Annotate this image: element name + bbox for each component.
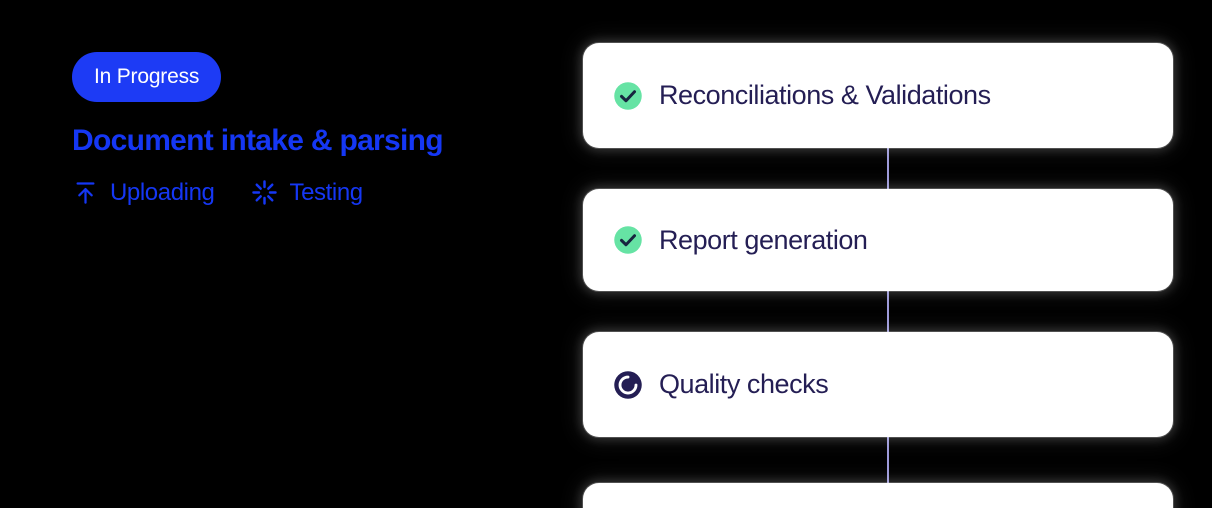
workflow-step-card[interactable] bbox=[583, 483, 1173, 508]
spinner-circle-icon bbox=[613, 370, 643, 400]
status-panel: In Progress Document intake & parsing Up… bbox=[72, 52, 542, 206]
workflow-step-label: Reconciliations & Validations bbox=[659, 80, 991, 110]
activity-uploading: Uploading bbox=[72, 178, 215, 206]
check-circle-icon bbox=[613, 225, 643, 255]
workflow-step-card[interactable]: Quality checks bbox=[583, 332, 1173, 437]
activity-testing: Testing bbox=[251, 178, 363, 206]
activity-row: Uploading Testing bbox=[72, 179, 542, 206]
step-connector bbox=[887, 148, 889, 190]
upload-icon bbox=[72, 179, 99, 206]
spinner-icon bbox=[251, 179, 278, 206]
activity-uploading-label: Uploading bbox=[110, 178, 215, 206]
status-badge: In Progress bbox=[72, 52, 222, 102]
workflow-step-card[interactable]: Reconciliations & Validations bbox=[583, 43, 1173, 148]
step-connector bbox=[887, 437, 889, 483]
workflow-steps-list: Reconciliations & Validations Report gen… bbox=[583, 0, 1173, 508]
workflow-step-card[interactable]: Report generation bbox=[583, 189, 1173, 291]
check-circle-icon bbox=[613, 81, 643, 111]
page-title: Document intake & parsing bbox=[72, 124, 444, 157]
activity-testing-label: Testing bbox=[289, 178, 363, 206]
workflow-step-label: Report generation bbox=[659, 224, 868, 255]
step-connector bbox=[887, 291, 889, 333]
workflow-step-label: Quality checks bbox=[659, 369, 829, 399]
